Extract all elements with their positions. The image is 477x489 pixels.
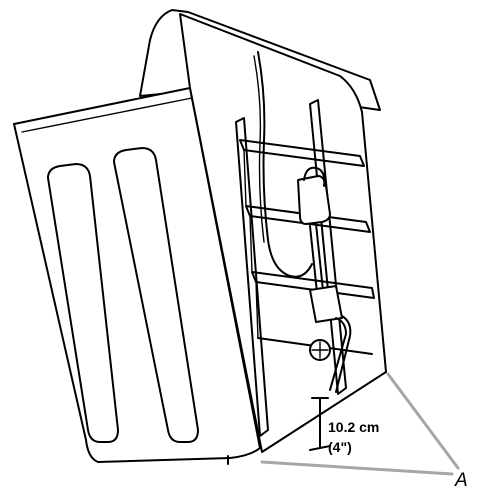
callout-letter: A <box>454 470 468 489</box>
dryer-back-panel <box>179 13 387 453</box>
exhaust-vent-cross <box>311 341 329 359</box>
height-dimension <box>309 397 331 451</box>
hose-clamp <box>297 175 331 225</box>
cord-end <box>329 315 352 393</box>
height-metric-label: 10.2 cm <box>328 419 379 435</box>
height-imperial-label: (4") <box>328 439 352 455</box>
hose-clamp-loop <box>303 166 326 187</box>
gas-hose-inner <box>253 55 265 243</box>
cord-bracket <box>309 285 343 323</box>
gas-hose <box>257 51 313 278</box>
front-slot-right <box>113 147 199 443</box>
leader-line-back-leg <box>386 372 460 470</box>
dryer-front-top-edge <box>21 97 193 133</box>
front-slot-left <box>47 163 119 443</box>
leader-line-front-leg <box>260 460 454 476</box>
